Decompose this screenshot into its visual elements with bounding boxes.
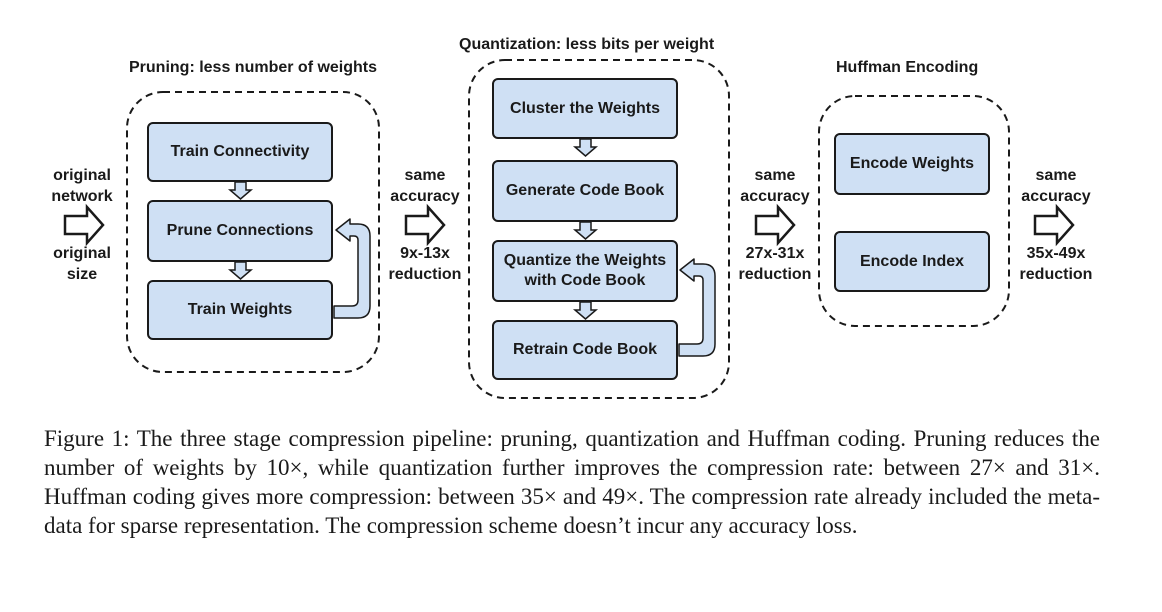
down-arrow-train-to-prune: [227, 181, 254, 200]
cluster-weights-box: Cluster the Weights: [492, 78, 678, 139]
pruning-feedback-loop-arrow: [333, 218, 371, 319]
prune-connections-box: Prune Connections: [147, 200, 333, 262]
quantization-feedback-loop-arrow: [678, 258, 716, 357]
input-arrow: [63, 203, 105, 247]
generate-code-book-box: Generate Code Book: [492, 160, 678, 222]
encode-weights-box: Encode Weights: [834, 133, 990, 195]
quantization-stage-title: Quantization: less bits per weight: [459, 36, 715, 53]
huffman-accuracy-label: same accuracy: [1021, 167, 1091, 205]
pruning-reduction-label: 9x-13x reduction: [388, 245, 462, 283]
down-arrow-cluster-to-codebook: [572, 138, 599, 157]
down-arrow-quantize-to-retrain: [572, 301, 599, 320]
train-connectivity-box: Train Connectivity: [147, 122, 333, 182]
huffman-reduction-label: 35x-49x reduction: [1019, 245, 1093, 283]
train-weights-box: Train Weights: [147, 280, 333, 340]
input-network-label: original network: [51, 167, 113, 205]
retrain-code-book-box: Retrain Code Book: [492, 320, 678, 380]
encode-index-box: Encode Index: [834, 231, 990, 292]
pruning-output-arrow: [404, 203, 446, 247]
quantization-output-arrow: [754, 203, 796, 247]
huffman-output-arrow: [1033, 203, 1075, 247]
huffman-stage-container: [818, 95, 1010, 327]
pruning-accuracy-label: same accuracy: [390, 167, 460, 205]
huffman-stage-title: Huffman Encoding: [836, 59, 979, 76]
pruning-stage-container: [126, 91, 380, 373]
quantization-stage-container: [468, 59, 730, 399]
quantize-weights-box: Quantize the Weights with Code Book: [492, 240, 678, 302]
down-arrow-prune-to-train-weights: [227, 261, 254, 280]
quantization-accuracy-label: same accuracy: [740, 167, 810, 205]
pruning-stage-title: Pruning: less number of weights: [129, 59, 378, 76]
quantization-reduction-label: 27x-31x reduction: [738, 245, 812, 283]
down-arrow-codebook-to-quantize: [572, 221, 599, 240]
figure-caption: Figure 1: The three stage compression pi…: [44, 426, 1100, 538]
input-size-label: original size: [53, 245, 111, 283]
